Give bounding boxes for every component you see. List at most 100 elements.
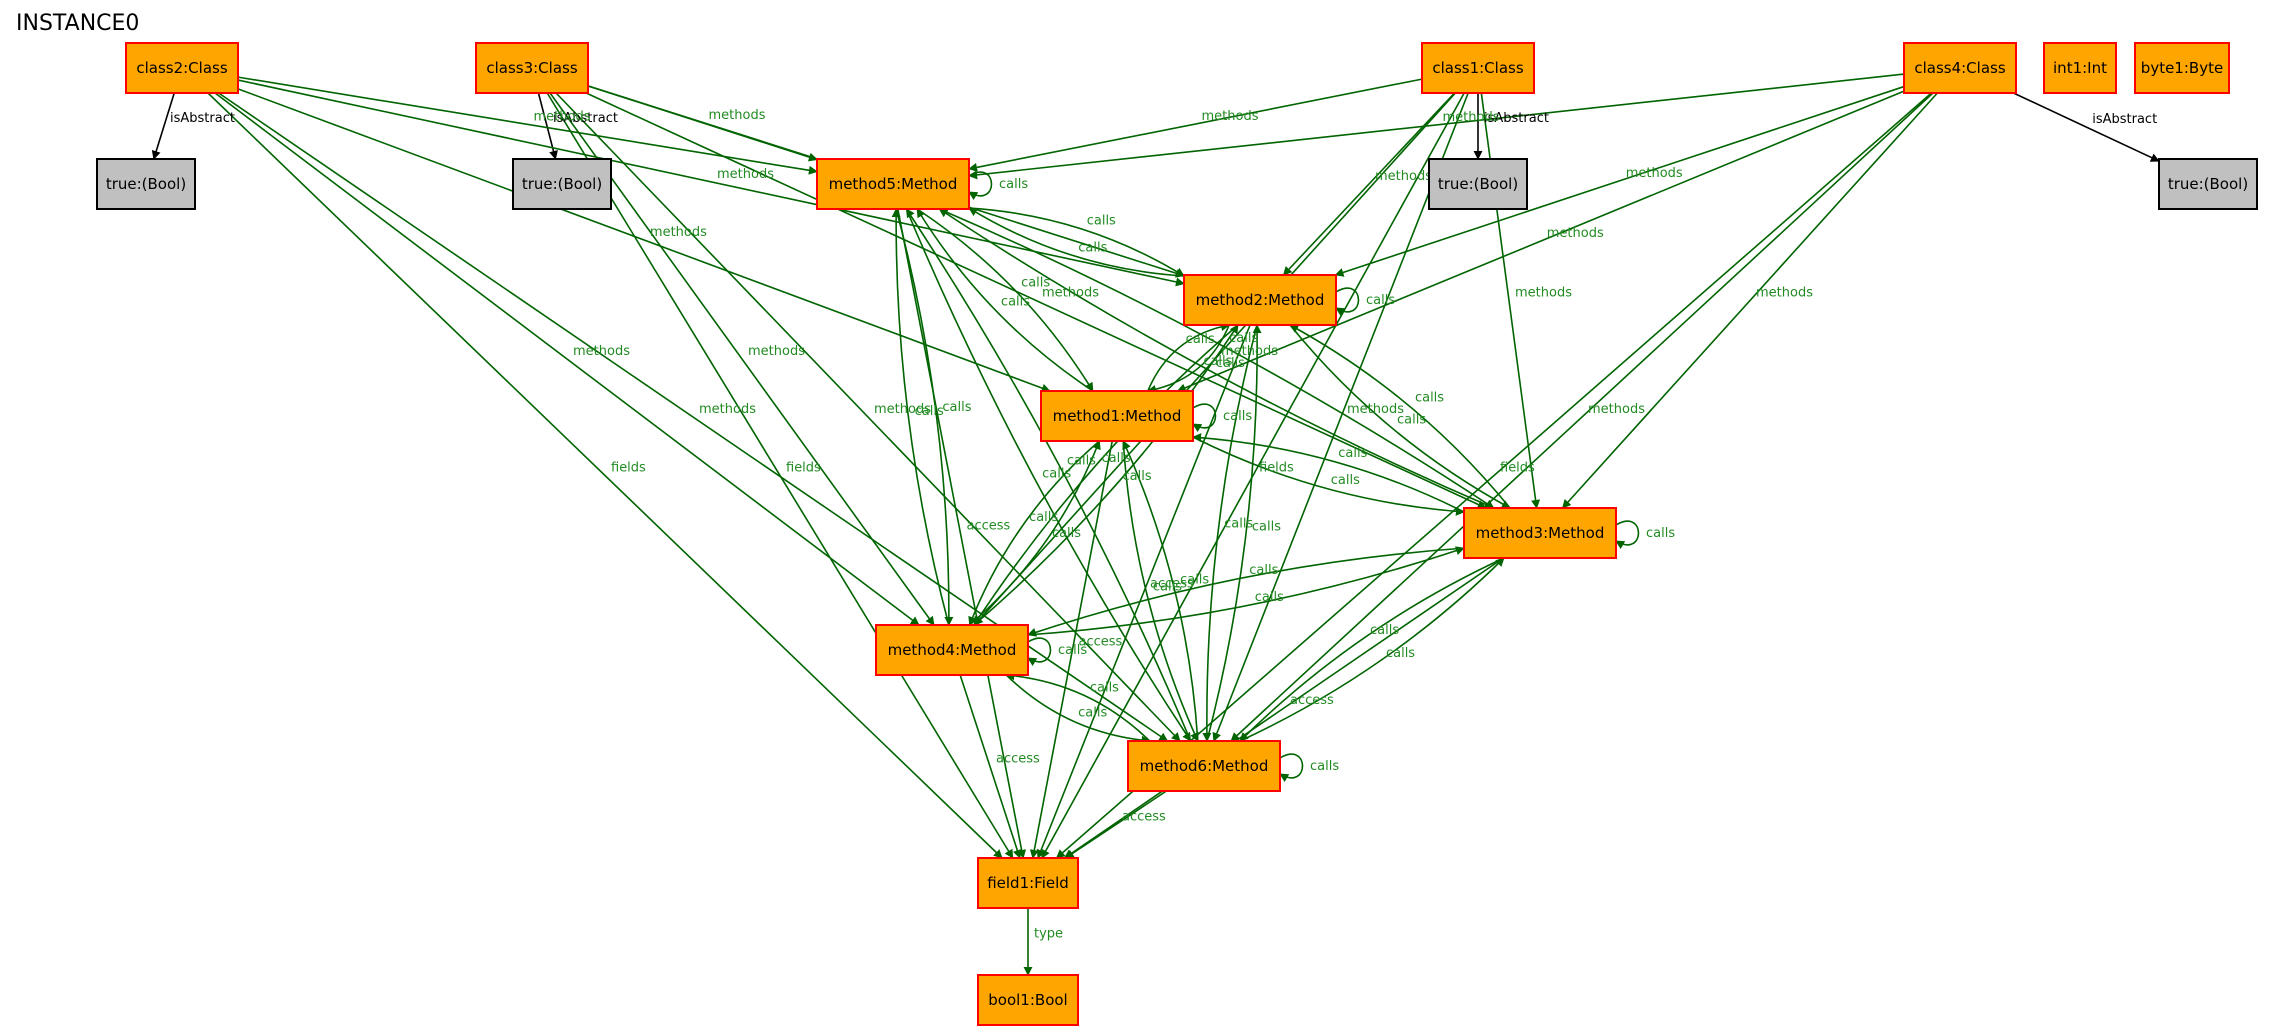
edge-label-method4-method3: calls <box>1255 590 1284 605</box>
node-true_c[interactable]: true:(Bool) <box>1428 158 1528 210</box>
node-box-class1 <box>1421 42 1535 94</box>
edge-method3-method6 <box>1239 557 1505 742</box>
edge-label-class2-field1: fields <box>611 461 646 476</box>
edge-method6-method4 <box>1005 671 1151 742</box>
node-box-method1 <box>1040 390 1194 442</box>
edge-label-class4-method3: methods <box>1756 286 1813 301</box>
edge-method6-method2 <box>1206 324 1262 742</box>
edge-label-method5-method6: calls <box>1042 467 1071 482</box>
edge-class4-method5 <box>968 73 1905 180</box>
node-true_d[interactable]: true:(Bool) <box>2158 158 2258 210</box>
edge-method4-field1 <box>959 674 1022 859</box>
node-box-int1 <box>2043 42 2117 94</box>
edge-label-class3-method4: methods <box>748 344 805 359</box>
diagram-title: INSTANCE0 <box>16 11 139 36</box>
edge-label-method5-method4: calls <box>942 400 971 415</box>
edge-label-method6-field1: access <box>1122 810 1166 825</box>
edge-label-method2-method1: calls <box>1203 354 1232 369</box>
edge-label-method1-method6: calls <box>1153 579 1182 594</box>
node-box-method6 <box>1127 740 1281 792</box>
node-bool1[interactable]: bool1:Bool <box>977 974 1079 1026</box>
node-box-bool1 <box>977 974 1079 1026</box>
node-class4[interactable]: class4:Class <box>1903 42 2017 94</box>
edge-method3-method1 <box>1192 433 1465 513</box>
edge-label-class1-field1: fields <box>1259 461 1294 476</box>
node-box-class3 <box>475 42 589 94</box>
edge-class4-method6 <box>1230 92 1934 742</box>
node-byte1[interactable]: byte1:Byte <box>2134 42 2230 94</box>
node-method1[interactable]: method1:Method <box>1040 390 1194 442</box>
edge-class1-method2 <box>1282 92 1456 276</box>
node-label-method3: method3:Method <box>1476 524 1605 542</box>
node-label-class3: class3:Class <box>486 59 577 77</box>
edge-method1-method4 <box>968 440 1100 626</box>
node-box-true_a <box>96 158 196 210</box>
edge-label-method3-method3: calls <box>1646 526 1675 541</box>
edge-method4-method3 <box>1027 546 1465 636</box>
edge-class1-method5 <box>968 78 1423 172</box>
node-method2[interactable]: method2:Method <box>1183 274 1337 326</box>
edge-class2-method1 <box>237 88 1051 393</box>
node-method3[interactable]: method3:Method <box>1463 507 1617 559</box>
node-box-class4 <box>1903 42 2017 94</box>
node-label-byte1: byte1:Byte <box>2141 59 2223 77</box>
edge-label-method3-method6: calls <box>1370 623 1399 638</box>
edge-method6-method1 <box>1122 440 1199 742</box>
edge-label-method2-method3: calls <box>1397 412 1426 427</box>
edges-layer <box>151 73 2160 976</box>
edge-label-class1-method6: methods <box>1347 402 1404 417</box>
edge-method3-field1 <box>1063 557 1504 859</box>
edge-label-method3-method1: calls <box>1338 446 1367 461</box>
edge-method4-method2 <box>973 324 1239 626</box>
edge-method6-field1 <box>1064 790 1167 859</box>
node-method5[interactable]: method5:Method <box>816 158 970 210</box>
node-class2[interactable]: class2:Class <box>125 42 239 94</box>
node-method6[interactable]: method6:Method <box>1127 740 1281 792</box>
edge-label-class3-field1: fields <box>786 461 821 476</box>
edge-class4-method3 <box>1561 92 1939 509</box>
edge-label-method6-method5: calls <box>1067 453 1096 468</box>
edge-class4-method2 <box>1334 85 1905 277</box>
edge-label-class1-true_c: isAbstract <box>1484 111 1549 126</box>
edge-label-class1-method3: methods <box>1515 286 1572 301</box>
edge-method5-method2 <box>968 207 1185 277</box>
node-label-field1: field1:Field <box>987 874 1069 892</box>
edge-class1-field1 <box>1041 92 1465 859</box>
node-box-method5 <box>816 158 970 210</box>
node-int1[interactable]: int1:Int <box>2043 42 2117 94</box>
edge-method4-method4 <box>1027 637 1052 667</box>
edge-method1-field1 <box>1029 440 1114 859</box>
node-box-true_b <box>512 158 612 210</box>
edge-class3-field1 <box>546 92 1014 859</box>
node-class3[interactable]: class3:Class <box>475 42 589 94</box>
edge-label-method2-method6: calls <box>1224 516 1253 531</box>
node-true_a[interactable]: true:(Bool) <box>96 158 196 210</box>
node-true_b[interactable]: true:(Bool) <box>512 158 612 210</box>
edge-class3-method6 <box>555 92 1181 742</box>
edge-method4-method1 <box>969 440 1101 626</box>
node-box-true_c <box>1428 158 1528 210</box>
edge-label-method3-method2: calls <box>1415 391 1444 406</box>
edge-method4-method5 <box>891 208 950 626</box>
edge-method6-method3 <box>1239 557 1505 742</box>
edge-label-method3-method5: calls <box>1216 356 1245 371</box>
edge-method1-method1 <box>1192 403 1217 433</box>
node-field1[interactable]: field1:Field <box>977 857 1079 909</box>
edge-method5-method1 <box>916 208 1094 392</box>
node-class1[interactable]: class1:Class <box>1421 42 1535 94</box>
edge-label-class2-method2: methods <box>717 167 774 182</box>
node-label-method4: method4:Method <box>888 641 1017 659</box>
edge-label-class4-true_d: isAbstract <box>2092 112 2157 127</box>
node-method4[interactable]: method4:Method <box>875 624 1029 676</box>
edge-method1-method5 <box>916 208 1094 392</box>
edge-label-method2-method2: calls <box>1366 293 1395 308</box>
node-label-method6: method6:Method <box>1140 757 1269 775</box>
edge-label-method1-method3: calls <box>1331 473 1360 488</box>
node-box-class2 <box>125 42 239 94</box>
node-label-method5: method5:Method <box>829 175 958 193</box>
edge-label-class2-method4: methods <box>573 344 630 359</box>
edge-label-method5-method5: calls <box>999 177 1028 192</box>
edge-class2-true_a <box>151 92 176 160</box>
edge-label-method1-method1: calls <box>1223 409 1252 424</box>
edge-class2-method2 <box>237 79 1185 287</box>
